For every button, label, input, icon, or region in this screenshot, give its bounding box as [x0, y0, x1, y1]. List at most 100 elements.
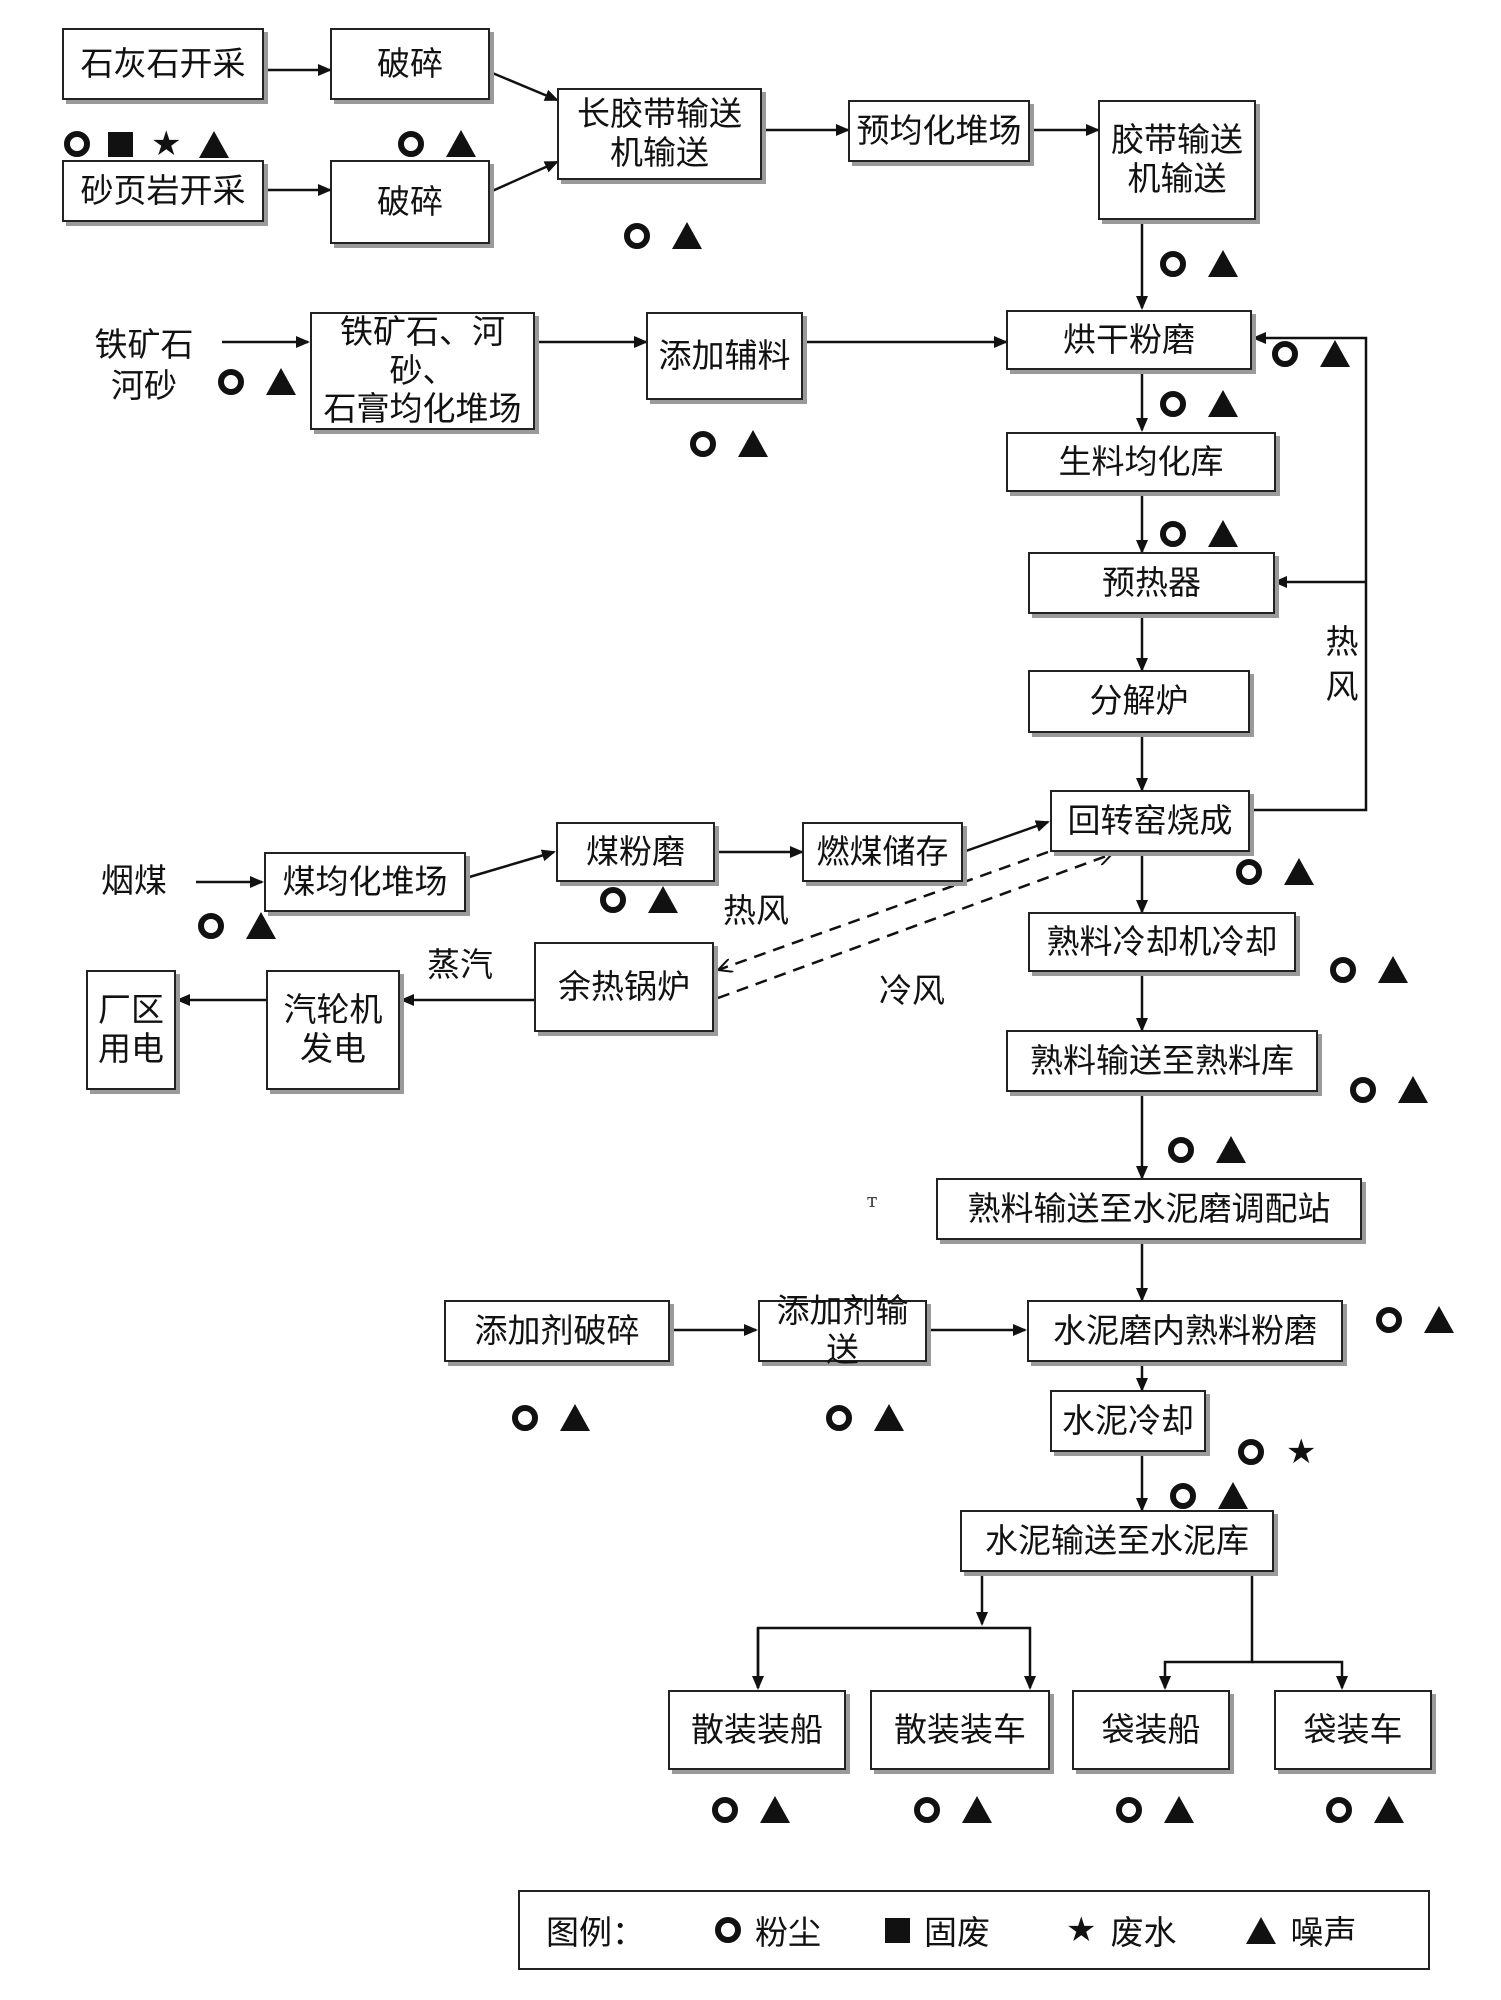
- marker-clinker-cool: [1330, 956, 1408, 983]
- marker-cement-mill: [1376, 1306, 1454, 1333]
- waste-water-icon: ★: [151, 124, 182, 164]
- dust-icon: [600, 886, 626, 913]
- node-plant-power: 厂区 用电: [86, 970, 176, 1090]
- dust-icon: [1350, 1076, 1376, 1103]
- dust-icon: [1330, 956, 1356, 983]
- arrow-storage-to-kiln: [962, 820, 1050, 854]
- legend-dust-label: 粉尘: [755, 1913, 821, 1952]
- node-crush-2: 破碎: [330, 160, 490, 244]
- label-coal-input: 烟煤: [101, 861, 167, 900]
- node-bag-truck: 袋装车: [1274, 1690, 1432, 1770]
- marker-dry-grind: [1272, 340, 1350, 367]
- noise-icon: [672, 222, 702, 249]
- dust-icon: [826, 1404, 852, 1431]
- stray-mark: ᴛ: [866, 1188, 878, 1212]
- noise-icon: [1208, 390, 1238, 417]
- marker-long-belt: [624, 222, 702, 249]
- dust-icon: [1272, 340, 1298, 367]
- marker-dry-grind-out: [1160, 390, 1238, 417]
- noise-icon: [1246, 1916, 1277, 1944]
- arrow-crush1-to-belt: [489, 70, 559, 102]
- noise-icon: [1424, 1306, 1454, 1333]
- legend-item-dust: 粉尘: [715, 1906, 821, 1954]
- legend-item-waste-water: ★ 废水: [1066, 1906, 1176, 1954]
- dust-icon: [512, 1404, 538, 1431]
- dust-icon: [398, 130, 424, 157]
- noise-icon: [1320, 340, 1350, 367]
- dust-icon: [1116, 1796, 1142, 1823]
- noise-icon: [1208, 520, 1238, 547]
- noise-icon: [1284, 858, 1314, 885]
- noise-icon: [1374, 1796, 1404, 1823]
- marker-bag-truck: [1326, 1796, 1404, 1823]
- node-belt-conveyor: 胶带输送 机输送: [1098, 100, 1256, 220]
- node-coal-mill: 煤粉磨: [556, 822, 715, 882]
- label-steam: 蒸汽: [427, 945, 493, 984]
- bag-branch-right: [1252, 1660, 1348, 1690]
- label-hot-air: 热风: [723, 891, 789, 930]
- marker-bulk-ship: [712, 1796, 790, 1823]
- noise-icon: [266, 368, 296, 395]
- node-long-belt: 长胶带输送 机输送: [557, 88, 762, 180]
- dust-icon: [1160, 520, 1186, 547]
- node-coal-yard: 煤均化堆场: [264, 852, 466, 912]
- noise-icon: [874, 1404, 904, 1431]
- marker-clinker-to-store: [1350, 1076, 1428, 1103]
- node-calciner: 分解炉: [1028, 670, 1250, 733]
- node-clinker-cool: 熟料冷却机冷却: [1028, 912, 1296, 972]
- noise-icon: [1218, 1482, 1248, 1509]
- node-add-aux: 添加辅料: [646, 312, 803, 400]
- node-preheater: 预热器: [1028, 552, 1275, 614]
- node-iron-yard: 铁矿石、河砂、 石膏均化堆场: [310, 312, 535, 430]
- node-dry-grind: 烘干粉磨: [1006, 310, 1252, 370]
- dust-icon: [1170, 1482, 1196, 1509]
- node-raw-silo: 生料均化库: [1006, 432, 1276, 492]
- solid-waste-icon: [108, 131, 133, 157]
- dust-icon: [198, 912, 224, 939]
- marker-additive-convey: [826, 1404, 904, 1431]
- node-shale-mining: 砂页岩开采: [62, 160, 264, 222]
- hot-air-loop: [1250, 332, 1368, 812]
- marker-add-aux: [690, 430, 768, 457]
- marker-kiln: [1236, 858, 1314, 885]
- dust-icon: [64, 131, 90, 157]
- node-limestone-mining: 石灰石开采: [62, 28, 264, 100]
- noise-icon: [199, 130, 230, 158]
- dust-icon: [218, 368, 244, 395]
- label-hot-air-vertical: 热风: [1325, 622, 1359, 706]
- node-additive-crush: 添加剂破碎: [444, 1300, 670, 1362]
- dust-icon: [1160, 390, 1186, 417]
- dust-icon: [1160, 250, 1186, 277]
- bag-branch: [1159, 1572, 1254, 1690]
- dust-icon: [914, 1796, 940, 1823]
- node-kiln: 回转窑烧成: [1050, 790, 1250, 852]
- dust-icon: [1326, 1796, 1352, 1823]
- noise-icon: [1164, 1796, 1194, 1823]
- label-cold-air: 冷风: [879, 971, 945, 1010]
- marker-cement-cool-out: [1170, 1482, 1248, 1509]
- marker-mining-sources: ★: [64, 124, 230, 164]
- marker-cement-cool: ★: [1238, 1435, 1316, 1469]
- solid-waste-icon: [885, 1917, 910, 1943]
- node-cement-to-silo: 水泥输送至水泥库: [960, 1510, 1274, 1572]
- marker-crush: [398, 130, 476, 157]
- node-waste-boiler: 余热锅炉: [534, 942, 714, 1032]
- noise-icon: [738, 430, 768, 457]
- node-bulk-truck: 散装装车: [870, 1690, 1050, 1770]
- noise-icon: [962, 1796, 992, 1823]
- marker-coal-yard: [198, 912, 276, 939]
- marker-bag-ship: [1116, 1796, 1194, 1823]
- marker-iron-input: [218, 368, 296, 395]
- node-additive-convey: 添加剂输送: [758, 1291, 927, 1369]
- node-clinker-to-station: 熟料输送至水泥磨调配站: [936, 1178, 1362, 1240]
- node-bag-ship: 袋装船: [1072, 1690, 1230, 1770]
- legend-noise-label: 噪声: [1290, 1913, 1357, 1952]
- dust-icon: [715, 1917, 741, 1943]
- node-bulk-ship: 散装装船: [668, 1690, 846, 1770]
- legend: 图例： 粉尘 固废 ★ 废水 噪声: [518, 1890, 1430, 1970]
- noise-icon: [1216, 1136, 1246, 1163]
- marker-additive-crush: [512, 1404, 590, 1431]
- node-clinker-to-store: 熟料输送至熟料库: [1006, 1030, 1318, 1092]
- marker-bulk-truck: [914, 1796, 992, 1823]
